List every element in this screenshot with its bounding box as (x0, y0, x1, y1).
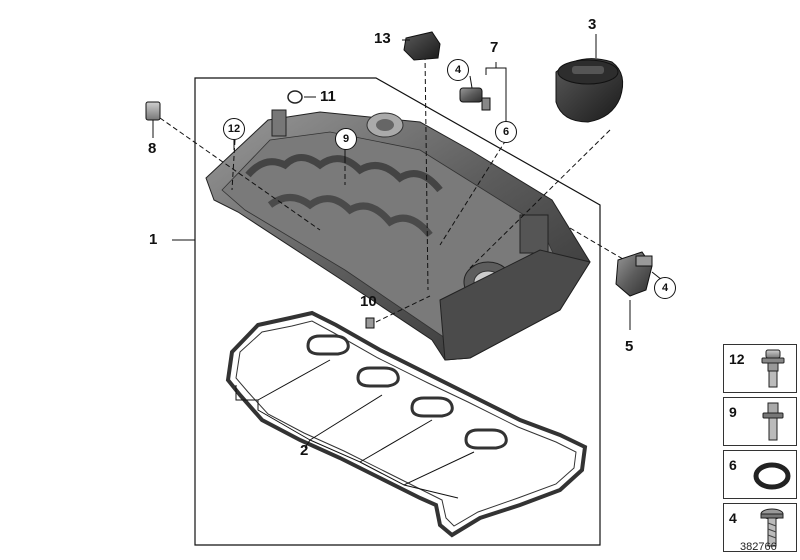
gasket-leader-lines (235, 359, 475, 499)
cylinder-head-cover (205, 109, 591, 361)
callout-9-circled: 9 (335, 128, 357, 150)
bolt-8 (145, 101, 161, 138)
legend-row-6: 6 (723, 450, 797, 499)
callout-3: 3 (588, 16, 597, 33)
sensor-7 (459, 62, 507, 125)
gasket-set (225, 310, 588, 538)
legend-row-4: 4 (723, 503, 797, 552)
legend-number: 12 (729, 351, 745, 367)
callout-4-circled-top: 4 (447, 59, 469, 81)
stud-10 (365, 317, 375, 329)
oil-filler-cap-3 (555, 34, 624, 123)
callout-6-circled: 6 (495, 121, 517, 143)
legend-number: 6 (729, 457, 737, 473)
callout-13: 13 (374, 30, 391, 47)
callout-2: 2 (300, 442, 309, 459)
diagram-id: 382766 (740, 541, 777, 553)
legend-number: 9 (729, 404, 737, 420)
callout-8: 8 (148, 140, 157, 157)
callout-12-circled: 12 (223, 118, 245, 140)
hardware-legend: 12 9 6 4 (723, 344, 797, 556)
legend-number: 4 (729, 510, 737, 526)
callout-7: 7 (490, 39, 499, 56)
assembly-dash-lines (159, 54, 629, 323)
callout-1: 1 (149, 231, 158, 248)
torx-screw-icon (760, 508, 784, 547)
o-ring-icon (753, 462, 791, 490)
assembly-frame (194, 77, 601, 546)
legend-row-9: 9 (723, 397, 797, 446)
sensor-5 (615, 251, 663, 330)
o-ring-11 (287, 90, 303, 104)
callout-11: 11 (320, 88, 336, 105)
bolt-with-collar-icon (761, 349, 785, 388)
callout-5: 5 (625, 338, 634, 355)
legend-row-12: 12 (723, 344, 797, 393)
callout-4-circled-right: 4 (654, 277, 676, 299)
rubber-cap-13 (402, 31, 441, 61)
callout-10: 10 (360, 293, 377, 310)
stud-bolt-icon (762, 402, 784, 441)
